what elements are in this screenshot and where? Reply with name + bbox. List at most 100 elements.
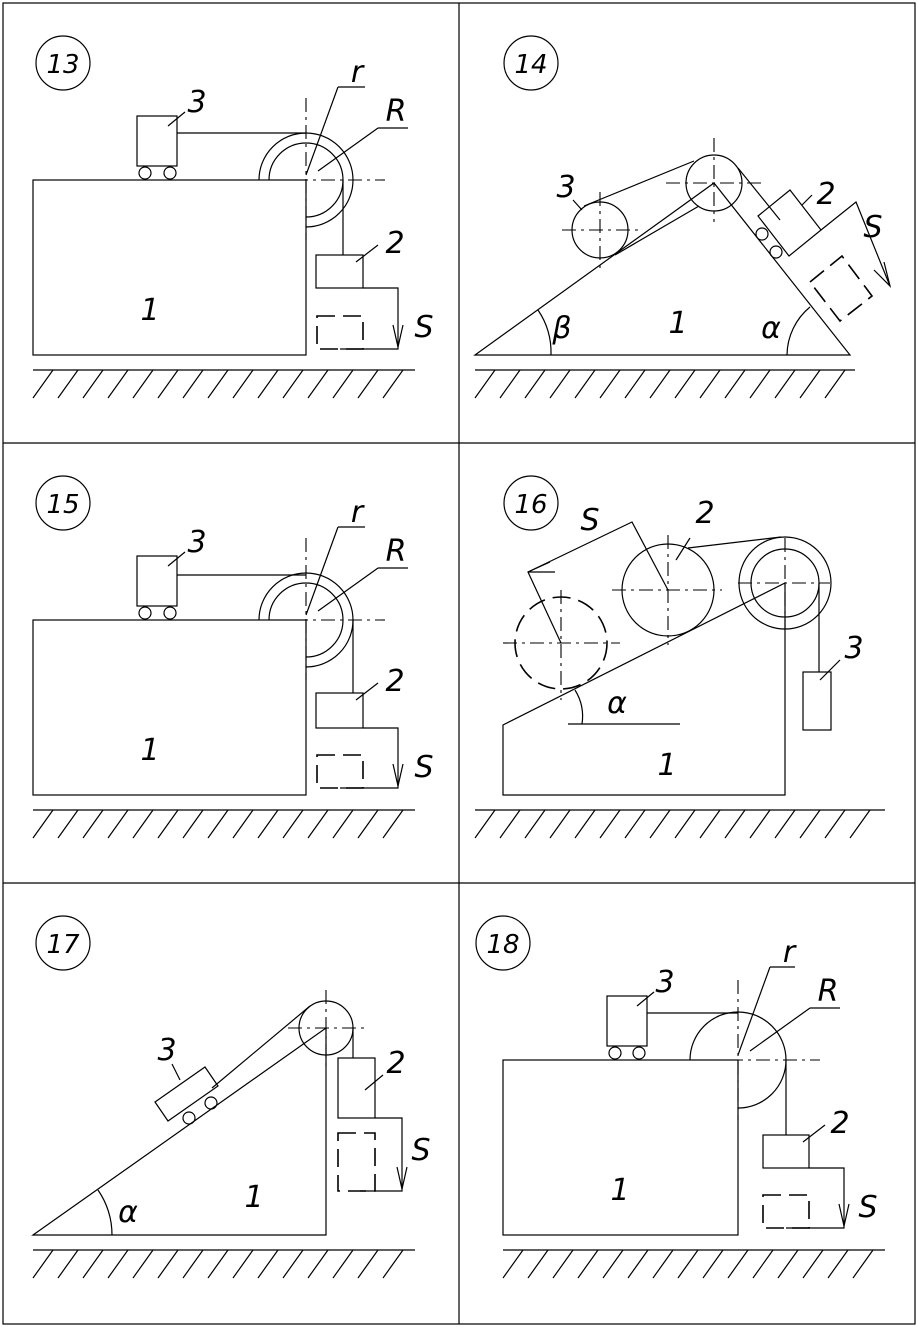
displacement-arrowhead <box>873 261 892 288</box>
angle-alpha-label: α <box>118 1195 138 1230</box>
angle-alpha-label: α <box>761 311 781 346</box>
displacement-label: S <box>414 310 433 345</box>
cart-3 <box>154 1066 219 1122</box>
displacement-label: S <box>858 1190 877 1225</box>
displacement-arrowhead <box>527 561 555 573</box>
displacement-arrow <box>360 1117 403 1192</box>
ground-hatch <box>474 809 871 839</box>
cart-3-label: 3 <box>187 525 206 560</box>
panel-16: 16 1 α 2 S 3 <box>474 475 885 839</box>
panel-number: 14 <box>514 50 547 80</box>
panel-number-circle <box>35 35 91 91</box>
body-1-wedge <box>502 582 786 796</box>
angle-beta-label: β <box>551 311 571 346</box>
leader-line <box>801 194 813 206</box>
load-3 <box>802 671 832 731</box>
displacement-arrowhead <box>396 1166 408 1190</box>
cart-wheel <box>138 166 152 180</box>
leader-line <box>636 991 655 1007</box>
ground-hatch <box>32 809 404 839</box>
panel-number-circle <box>35 915 91 971</box>
leader-line <box>167 111 186 127</box>
panel-14: 14 1 β α 3 2 S <box>473 35 892 399</box>
rope <box>737 167 781 221</box>
body-1 <box>32 619 307 796</box>
load-2 <box>315 254 364 289</box>
panel-number-circle <box>503 35 559 91</box>
load-2-final-position <box>808 254 874 323</box>
angle-beta-arc <box>537 309 552 356</box>
cart-wheel <box>632 1046 646 1060</box>
load-2-label: 2 <box>385 226 404 261</box>
disk-2-label: 2 <box>695 496 714 531</box>
leader-line <box>167 551 186 567</box>
radius-R-leader <box>749 1007 811 1052</box>
leader-line <box>572 199 583 211</box>
cart-3-label: 3 <box>157 1033 176 1068</box>
cart-wheel <box>204 1096 218 1110</box>
rope <box>614 205 700 256</box>
panel-number-circle <box>503 475 559 531</box>
panel-number: 15 <box>46 490 79 520</box>
panel-number: 17 <box>46 930 80 960</box>
leader-line <box>355 682 379 701</box>
radius-R-label: R <box>818 974 839 1009</box>
displacement-label: S <box>411 1133 430 1168</box>
displacement-label: S <box>863 210 882 245</box>
angle-alpha-label: α <box>607 686 627 721</box>
load-2 <box>315 692 364 729</box>
cart-wheel <box>182 1111 196 1125</box>
radius-r-label: r <box>351 495 365 530</box>
body-1 <box>32 179 307 356</box>
radius-r-leader <box>305 526 339 616</box>
body-1-prism <box>473 182 852 356</box>
ground-hatch <box>32 369 404 399</box>
panel-18: 18 1 3 r R 2 S <box>475 915 885 1279</box>
displacement-arrow <box>340 727 399 789</box>
radius-R-label: R <box>386 534 407 569</box>
load-2-label: 2 <box>385 664 404 699</box>
angle-alpha-arc <box>97 1189 113 1236</box>
load-2-final-position <box>316 754 364 789</box>
pulley-inner-arc <box>268 142 344 181</box>
radius-r-label: r <box>783 935 797 970</box>
cart-3-label: 3 <box>187 85 206 120</box>
panel-13: 13 1 3 r R 2 S <box>32 35 434 399</box>
cart-wheel <box>163 606 177 620</box>
body-1-label: 1 <box>657 748 676 783</box>
body-1-label: 1 <box>140 733 159 768</box>
load-2-final-position <box>337 1132 376 1192</box>
load-2-final-position <box>762 1194 810 1229</box>
displacement-arrow <box>786 1167 845 1229</box>
ground-hatch <box>474 369 846 399</box>
load-wheel <box>769 245 783 259</box>
cart-3 <box>606 995 648 1047</box>
load-2 <box>337 1057 376 1119</box>
ground-hatch <box>502 1249 874 1279</box>
displacement-arrow <box>340 287 399 350</box>
cart-wheel <box>608 1046 622 1060</box>
leader-line <box>171 1063 181 1081</box>
disk-3-label: 3 <box>556 170 575 205</box>
load-2 <box>757 189 822 257</box>
rope <box>211 1005 311 1089</box>
displacement-arrow <box>820 201 891 287</box>
leader-line <box>802 1124 826 1143</box>
pulley-inner-arc <box>268 582 344 621</box>
angle-alpha-arc <box>574 689 584 725</box>
load-2 <box>762 1134 810 1169</box>
radius-r-label: r <box>351 55 365 90</box>
cart-wheel <box>138 606 152 620</box>
load-3-label: 3 <box>844 631 863 666</box>
radius-r-leader <box>737 966 771 1056</box>
panel-15: 15 1 3 r R 2 S <box>32 475 434 839</box>
displacement-arrowhead <box>392 763 404 787</box>
radius-R-leader <box>317 127 379 172</box>
cart-wheel <box>163 166 177 180</box>
leader-line <box>364 1074 384 1091</box>
pulley-outer-arc <box>737 1059 787 1109</box>
leader-line <box>355 244 379 263</box>
displacement-label: S <box>414 750 433 785</box>
load-2-final-position <box>316 315 364 350</box>
